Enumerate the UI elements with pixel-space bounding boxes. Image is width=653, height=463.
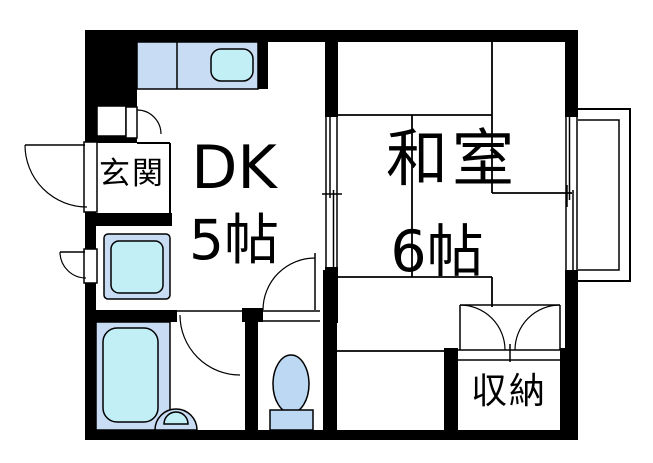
bathroom <box>95 308 242 431</box>
dk-label: DK <box>191 133 277 203</box>
shoe-closet-box <box>96 105 127 137</box>
door-swing-arc <box>59 251 87 279</box>
washitsu-label: 和室 <box>385 122 518 195</box>
dk-size-label: 5帖 <box>189 208 279 272</box>
toilet-doorway <box>263 308 320 322</box>
washitsu-size-label: 6帖 <box>390 219 484 285</box>
toilet-tank <box>269 409 314 431</box>
walls <box>85 30 578 440</box>
door-swing-arc <box>24 144 88 208</box>
genkan-label: 玄関 <box>99 156 165 192</box>
wall-segment <box>444 348 458 430</box>
washing-machine <box>103 233 171 300</box>
wall-segment <box>245 308 258 440</box>
balcony-inner-rail <box>578 119 620 271</box>
wall-segment <box>565 30 578 117</box>
genkan-area <box>137 142 171 213</box>
balcony <box>578 108 631 282</box>
washing-machine-icon <box>110 240 164 294</box>
wall-segment <box>96 310 177 322</box>
wall-segment <box>85 30 96 143</box>
storage-label: 収納 <box>470 371 547 412</box>
balcony-outer-rail <box>578 108 631 282</box>
bathtub-icon <box>102 327 159 423</box>
wall-segment <box>85 30 578 42</box>
kitchen-counter <box>136 41 259 90</box>
wall-segment <box>325 42 338 117</box>
kitchen-sink-icon <box>210 48 254 82</box>
washbasin-bowl <box>163 411 189 425</box>
door-jamb <box>83 248 98 284</box>
toilet-icon <box>272 354 310 414</box>
door-swing-arc <box>459 304 506 351</box>
tatami-lines <box>337 42 572 352</box>
wall-segment <box>560 348 578 430</box>
sliding-door <box>322 117 342 267</box>
door-swing-arc <box>262 257 316 311</box>
door-panel <box>125 106 138 139</box>
door-swing-arc <box>179 314 241 376</box>
door-jamb <box>83 141 98 213</box>
wall-segment <box>323 270 337 440</box>
door-swing-arc <box>514 304 561 351</box>
shoe-closet <box>96 105 162 139</box>
wall-segment <box>258 42 268 89</box>
wall-segment <box>85 282 96 440</box>
toilet-room <box>262 253 320 431</box>
storage-double-door <box>458 304 561 362</box>
bathroom-doorway <box>177 308 242 322</box>
door-swing-arc <box>136 109 162 135</box>
wall-segment <box>85 213 172 226</box>
entrance-door <box>24 141 98 213</box>
wall-segment <box>85 212 96 250</box>
side-door <box>59 248 98 284</box>
